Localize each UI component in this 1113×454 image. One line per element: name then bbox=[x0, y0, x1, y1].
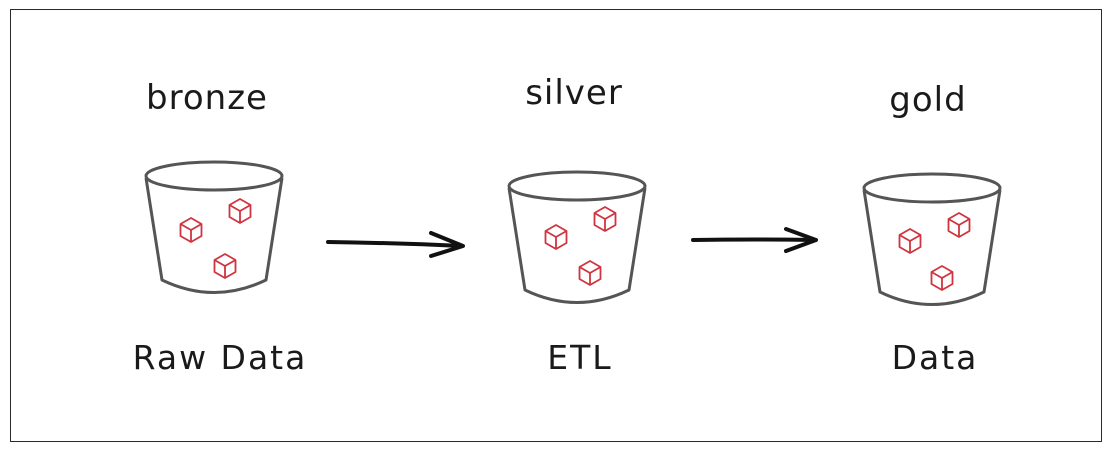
tier-label-bronze: bronze bbox=[146, 78, 268, 118]
cube-icon bbox=[947, 212, 971, 238]
arrow-right-icon bbox=[691, 227, 818, 253]
cube-icon bbox=[578, 260, 602, 286]
cube-icon bbox=[228, 198, 252, 224]
label-data: Data bbox=[891, 338, 979, 377]
tier-label-gold: gold bbox=[889, 80, 967, 120]
bucket-gold-icon bbox=[862, 172, 1002, 306]
diagram-frame bbox=[10, 9, 1102, 442]
cube-icon bbox=[898, 228, 922, 254]
bucket-bronze-icon bbox=[144, 160, 284, 294]
arrow-right-icon bbox=[326, 231, 465, 258]
cube-icon bbox=[593, 206, 617, 232]
cube-icon bbox=[544, 224, 568, 250]
label-raw-data: Raw Data bbox=[132, 338, 308, 377]
label-etl: ETL bbox=[547, 338, 613, 377]
cube-icon bbox=[179, 217, 203, 243]
cube-icon bbox=[930, 265, 954, 291]
cube-icon bbox=[213, 253, 237, 279]
bucket-silver-icon bbox=[507, 170, 647, 304]
tier-label-silver: silver bbox=[525, 73, 623, 113]
